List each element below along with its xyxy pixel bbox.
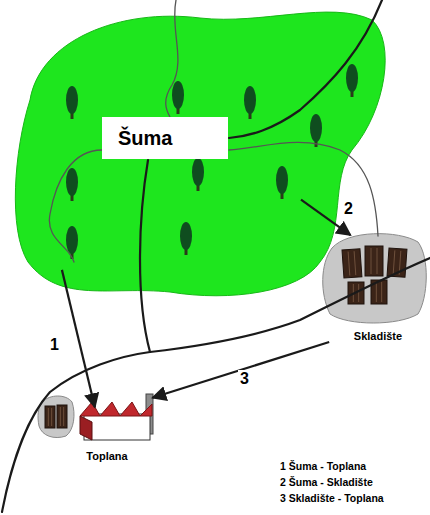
node-label: Skladište	[338, 328, 418, 344]
log-stack	[57, 405, 67, 428]
storage-yard	[323, 234, 427, 323]
forest-path	[49, 150, 102, 262]
main-road	[2, 258, 430, 512]
tree	[66, 226, 78, 259]
node-label: Toplana	[72, 448, 142, 464]
transport-arrow	[152, 342, 329, 398]
tree	[66, 86, 78, 119]
legend-entry: 2 Šuma - Skladište	[280, 474, 384, 490]
tree-group	[66, 64, 358, 259]
node-label: Šuma	[102, 117, 228, 159]
heating-plant	[80, 394, 153, 440]
legend-entry: 1 Šuma - Toplana	[280, 458, 384, 474]
tree	[192, 158, 204, 191]
storage-node: Skladište	[318, 228, 430, 348]
tree	[180, 222, 192, 255]
plant-yard	[38, 396, 74, 438]
tree	[66, 168, 78, 201]
tree	[310, 114, 322, 147]
tree	[244, 86, 256, 119]
callout-number: 1	[48, 336, 61, 354]
log-stack	[342, 249, 362, 278]
tree	[172, 81, 184, 114]
legend-entry: 3 Skladište - Toplana	[280, 490, 384, 506]
legend: 1 Šuma - Toplana2 Šuma - Skladište3 Skla…	[280, 458, 384, 506]
transport-arrow	[62, 270, 95, 407]
plant-node: Toplana	[36, 390, 164, 468]
callout-number: 2	[342, 200, 355, 218]
forest-path	[166, 0, 178, 117]
tree	[346, 64, 358, 97]
tree	[276, 166, 288, 199]
callout-number: 3	[238, 370, 251, 388]
forest-path	[229, 142, 378, 236]
forest-road	[140, 160, 150, 352]
log-stack	[45, 406, 55, 428]
forest-road	[229, 0, 382, 138]
log-stack	[365, 246, 383, 276]
